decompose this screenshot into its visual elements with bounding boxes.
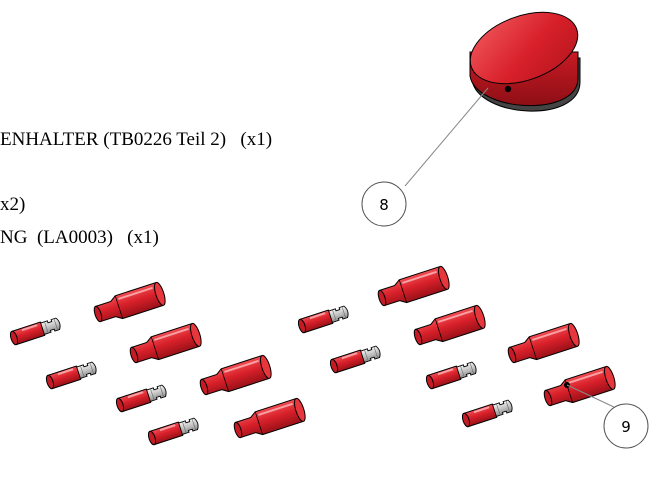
female-connector [504,321,583,369]
male-connector [327,343,383,375]
male-connector [459,397,515,429]
callout-9: 9 [603,403,649,449]
female-connector [374,264,453,312]
male-connector [423,359,479,391]
parts-list-line-2: x2) [0,194,26,215]
female-connector [196,353,275,401]
female-connector [230,396,309,444]
connector-group [7,264,619,447]
female-connector [126,321,205,369]
leader-line-8 [404,87,489,187]
cap-part [469,11,581,112]
male-connector [7,315,63,347]
male-connector [145,415,201,447]
callout-9-label: 9 [621,418,631,436]
male-connector [113,382,169,414]
callout-8-label: 8 [379,196,389,214]
parts-list-line-3: NG (LA0003) (x1) [0,227,159,248]
female-connector [90,280,169,328]
male-connector [295,303,351,335]
parts-list-line-1: ENHALTER (TB0226 Teil 2) (x1) [0,129,273,150]
female-connector [410,303,489,351]
male-connector [43,359,99,391]
leader-line-9 [566,384,617,409]
callout-8: 8 [361,181,407,227]
